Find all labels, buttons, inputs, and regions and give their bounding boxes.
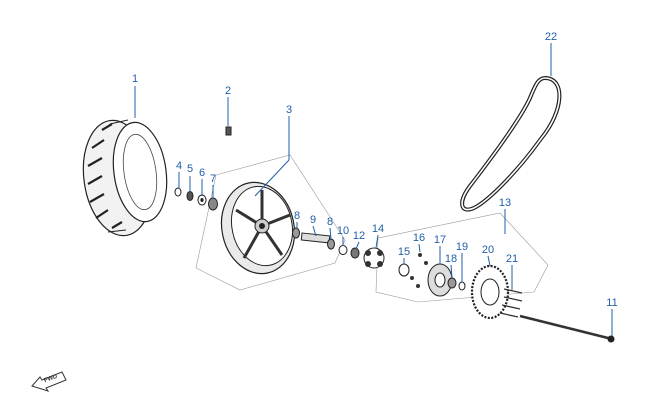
rear-sprocket: [470, 264, 510, 320]
callout-14: 14: [371, 223, 385, 235]
wheel-group-outline: [195, 154, 346, 291]
callout-8-right: 8: [326, 216, 334, 228]
hub-dampers: [363, 247, 385, 269]
callout-3: 3: [285, 104, 293, 116]
callout-9: 9: [309, 214, 317, 226]
callout-20: 20: [481, 244, 495, 256]
callout-6: 6: [198, 167, 206, 179]
callout-7: 7: [209, 173, 217, 185]
sprocket-bolts: [499, 288, 523, 318]
callout-12: 12: [352, 230, 366, 242]
callout-11: 11: [606, 297, 618, 309]
callout-18: 18: [444, 253, 458, 265]
sprocket-group-outline: [375, 212, 549, 303]
rear-axle: [519, 314, 615, 343]
spacer-parts-4-7: [174, 187, 218, 211]
axle-collars: [292, 227, 360, 259]
sprocket-hub-assembly: [398, 253, 466, 297]
callout-5: 5: [186, 163, 194, 175]
wheel-rim: [220, 181, 296, 275]
callout-19: 19: [455, 241, 469, 253]
callout-22: 22: [544, 31, 558, 43]
leader-lines: [134, 43, 613, 336]
callout-21: 21: [505, 253, 519, 265]
callout-8-left: 8: [293, 210, 301, 222]
callout-16: 16: [412, 232, 426, 244]
callout-15: 15: [397, 246, 411, 258]
valve: [225, 126, 232, 136]
callout-4: 4: [175, 160, 183, 172]
callout-2: 2: [224, 85, 232, 97]
callout-13: 13: [498, 197, 512, 209]
callout-17: 17: [433, 234, 447, 246]
callout-1: 1: [131, 73, 139, 85]
tire: [82, 119, 168, 237]
forward-arrow-icon: [31, 371, 67, 392]
drive-chain: [460, 75, 562, 212]
callout-10: 10: [336, 225, 350, 237]
